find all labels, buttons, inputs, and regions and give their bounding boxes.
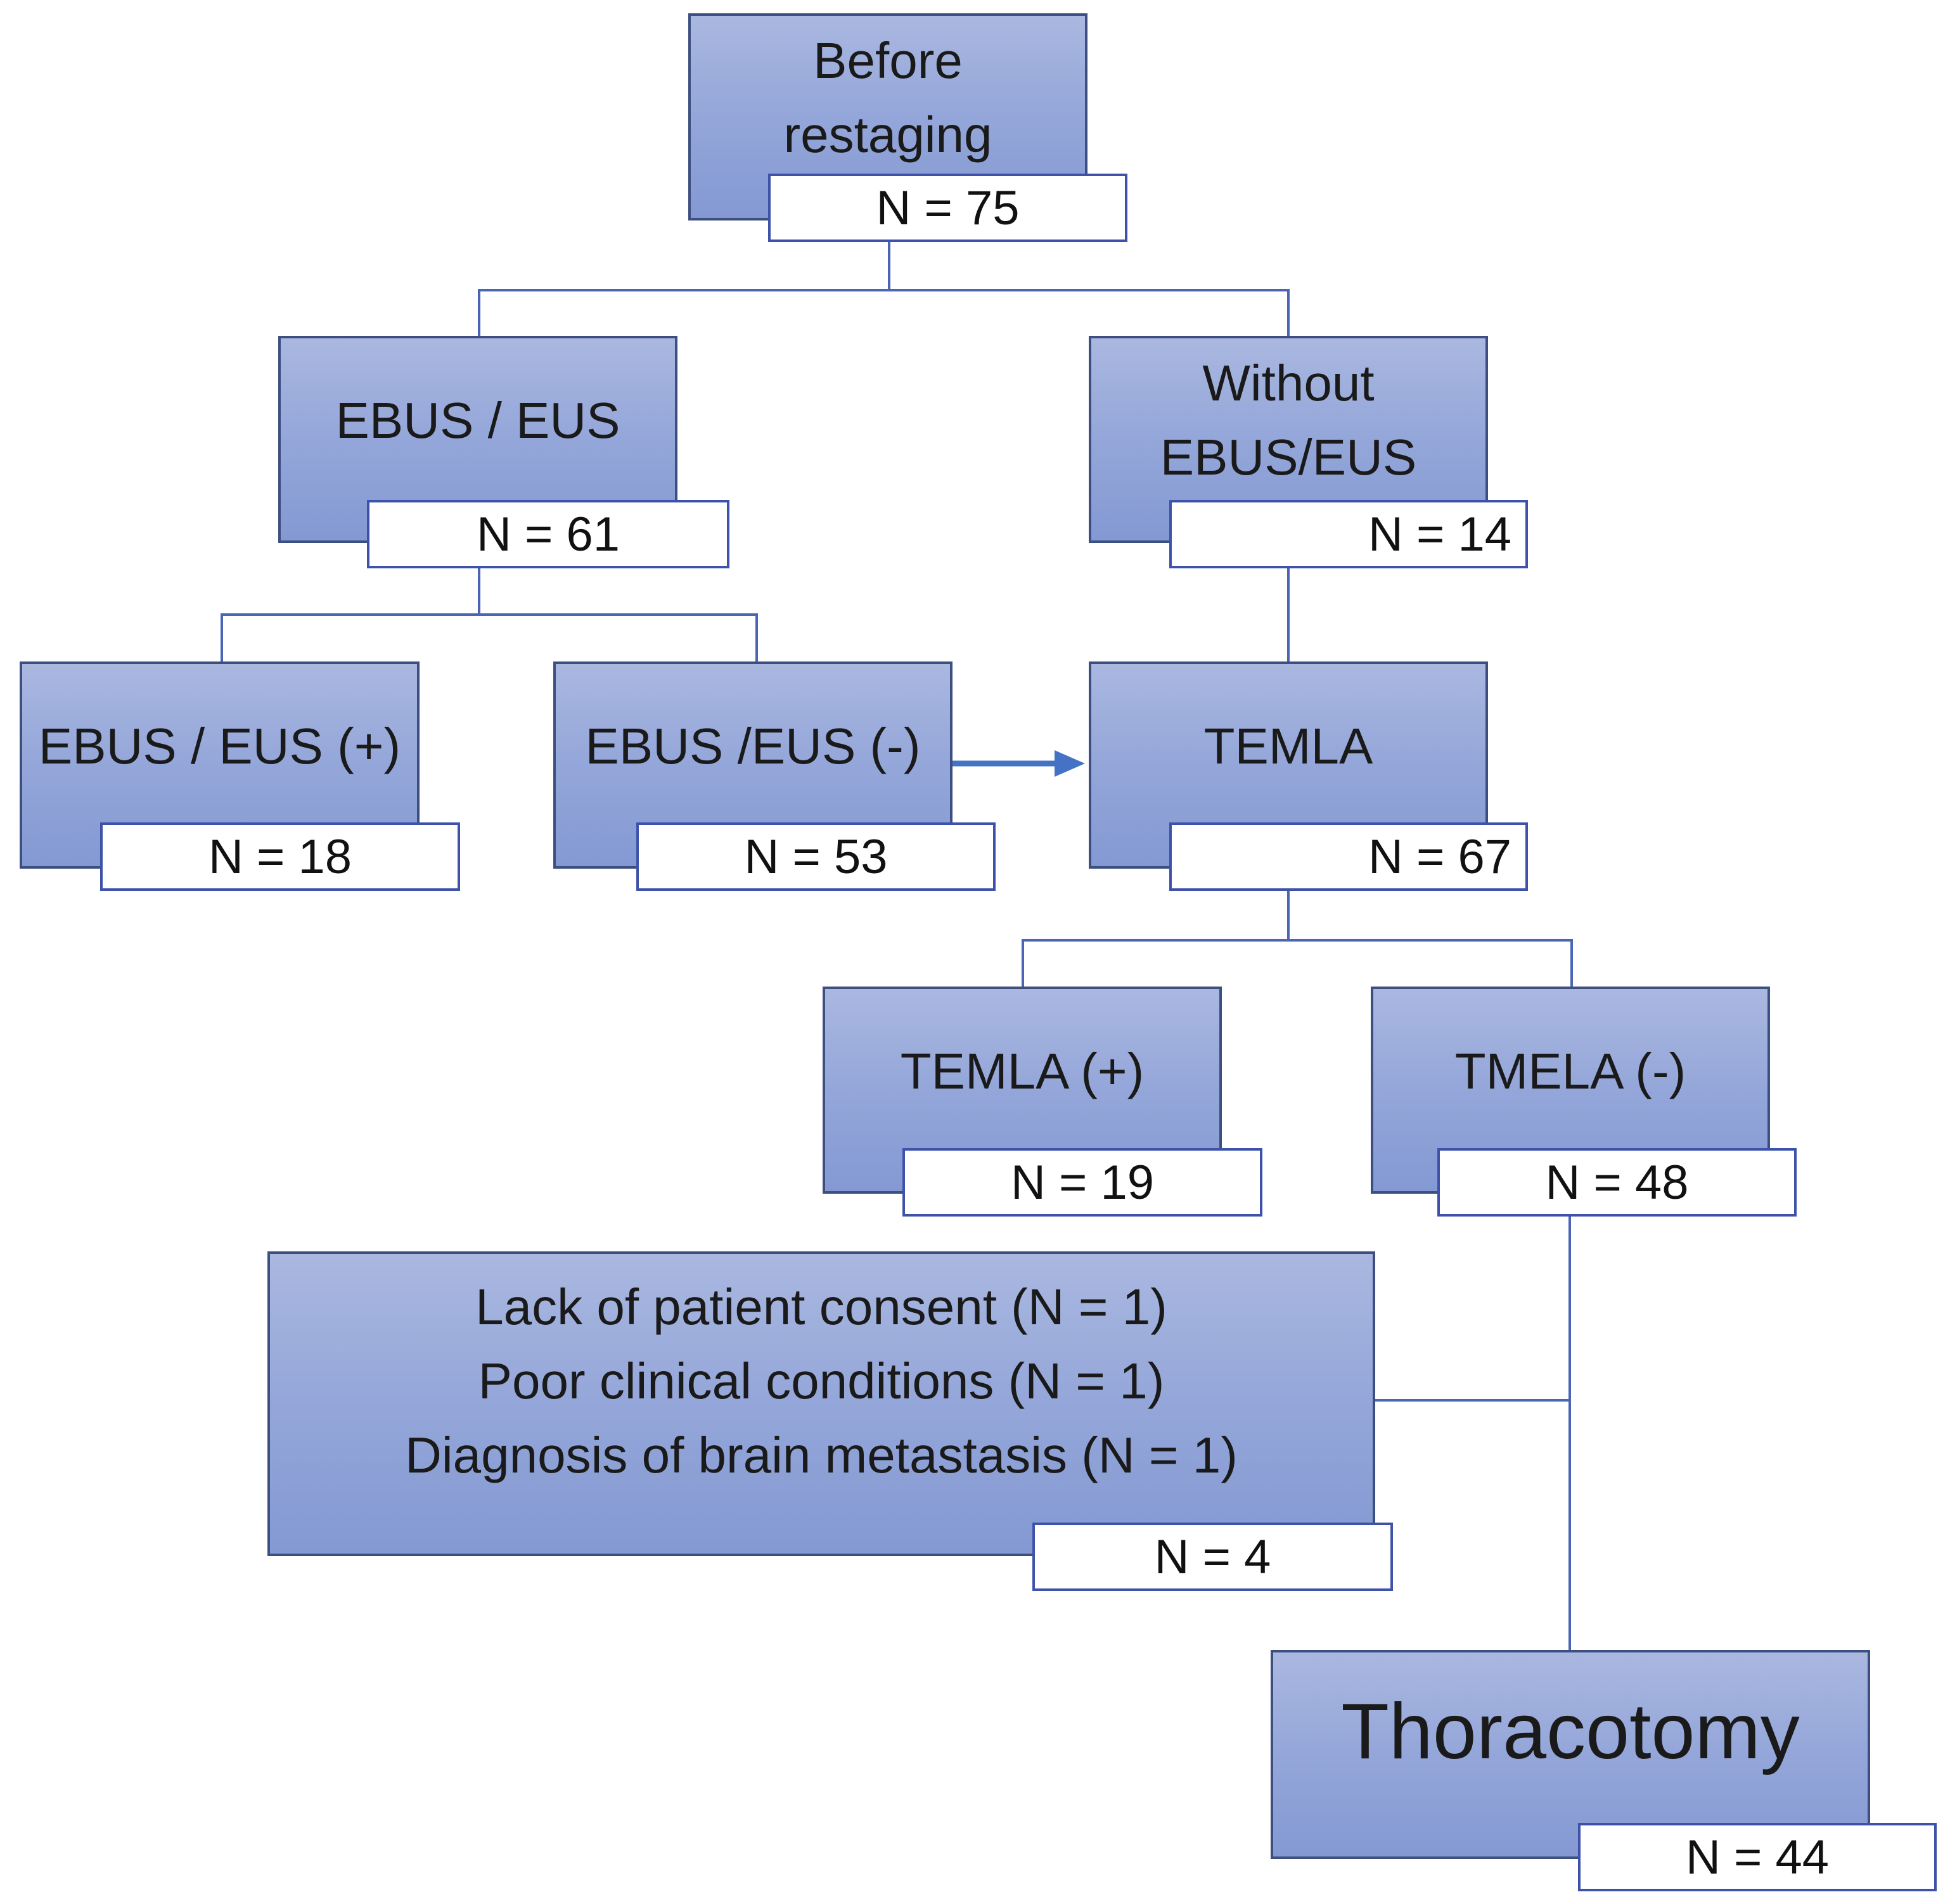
node-label: Thoracotomy xyxy=(1341,1688,1800,1776)
count-ebus-eus: N = 61 xyxy=(367,500,729,568)
count-ebus-eus-positive: N = 18 xyxy=(100,822,460,891)
node-exclusions: Lack of patient consent (N = 1) Poor cli… xyxy=(267,1251,1375,1556)
count-temla-positive: N = 19 xyxy=(902,1148,1262,1217)
node-label: TEMLA (+) xyxy=(900,1042,1145,1099)
arrow-ebus-neg-to-temla xyxy=(951,750,1085,777)
node-before-restaging: Before restaging xyxy=(688,13,1087,220)
count-before-restaging: N = 75 xyxy=(768,174,1127,242)
count-without-ebus-eus: N = 14 xyxy=(1169,500,1528,568)
node-label: EBUS /EUS (-) xyxy=(585,717,921,774)
count-exclusions: N = 4 xyxy=(1032,1523,1393,1591)
node-label: TEMLA xyxy=(1203,717,1373,774)
count-ebus-eus-negative: N = 53 xyxy=(636,822,996,891)
node-label: EBUS / EUS (+) xyxy=(38,717,401,774)
node-label: EBUS / EUS xyxy=(335,392,620,449)
node-label: TMELA (-) xyxy=(1454,1042,1686,1099)
count-temla-negative: N = 48 xyxy=(1437,1148,1797,1217)
node-label-line: restaging xyxy=(783,106,992,163)
exclusion-reason: Poor clinical conditions (N = 1) xyxy=(478,1353,1165,1410)
count-temla: N = 67 xyxy=(1169,822,1528,891)
exclusion-reason: Diagnosis of brain metastasis (N = 1) xyxy=(405,1426,1238,1483)
node-label-line: EBUS/EUS xyxy=(1160,428,1417,485)
node-label-line: Without xyxy=(1202,354,1375,411)
connector-ebus-split xyxy=(221,568,758,661)
connector-root-split xyxy=(478,241,1290,336)
node-label-line: Before xyxy=(813,32,963,89)
connector-temla-split xyxy=(1022,890,1573,987)
count-thoracotomy: N = 44 xyxy=(1578,1823,1937,1891)
exclusion-reason: Lack of patient consent (N = 1) xyxy=(475,1279,1167,1336)
